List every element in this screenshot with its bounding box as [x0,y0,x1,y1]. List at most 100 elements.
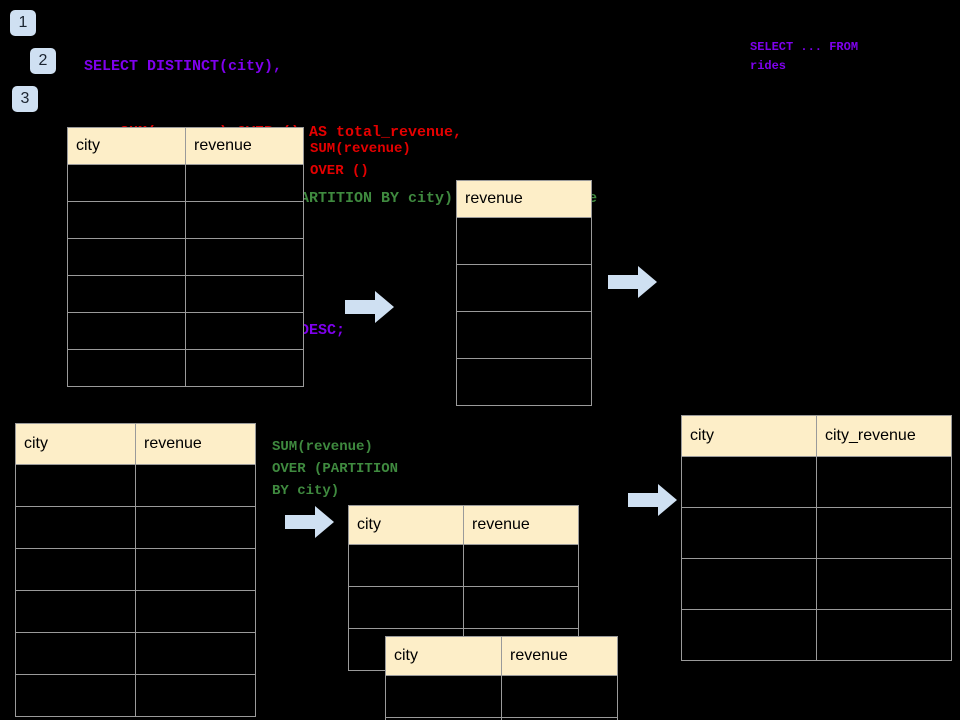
table-header-row: revenue [456,180,592,218]
step-badge-1[interactable]: 1 [10,10,36,36]
table-cell-empty [185,238,304,276]
table-cell-empty [501,717,618,720]
table-cell-empty [185,201,304,239]
table-cell-empty [681,456,817,508]
table-cell-empty [463,586,579,629]
table-cell-empty [135,506,256,549]
table-row [15,548,256,591]
table-row [15,632,256,675]
table-row [15,506,256,549]
table-cell-empty [15,632,136,675]
annotation-sum-over-empty: SUM(revenue) OVER () [310,141,411,179]
column-header-city: city [681,415,817,457]
column-header-revenue: revenue [501,636,618,676]
table-row [681,507,952,559]
table-cell-empty [816,507,952,559]
table-cell-empty [67,312,186,350]
column-header-revenue: revenue [185,127,304,165]
table-cell-empty [135,674,256,717]
table-cell-empty [135,590,256,633]
arrow-source-to-partition [285,505,335,539]
table-cell-empty [681,507,817,559]
table-cell-empty [15,674,136,717]
column-header-city: city [385,636,502,676]
table-body [456,217,592,406]
table-body [67,164,304,387]
table-header-row: city city_revenue [681,415,952,457]
table-row [456,311,592,359]
table-cell-empty [15,590,136,633]
column-header-revenue: revenue [456,180,592,218]
table-cell-empty [348,544,464,587]
table-cell-empty [456,264,592,312]
table-row [385,717,618,720]
arrow-total-to-next [608,265,658,299]
table-row [67,275,304,313]
table-cell-empty [816,609,952,661]
table-header-row: city revenue [348,505,579,545]
table-cell-empty [67,349,186,387]
city-revenue-result-table: city city_revenue [681,415,952,661]
table-cell-empty [15,548,136,591]
table-cell-empty [816,558,952,610]
arrow-source-to-total [345,290,395,324]
partition-group-table-a: city revenue [348,505,579,671]
table-cell-empty [185,164,304,202]
table-cell-empty [501,675,618,718]
column-header-city: city [15,423,136,465]
table-row [67,312,304,350]
column-header-city-revenue: city_revenue [816,415,952,457]
sql-line-select: SELECT DISTINCT(city), [84,58,283,75]
table-cell-empty [456,217,592,265]
table-row [385,675,618,718]
table-row [15,674,256,717]
table-header-row: city revenue [15,423,256,465]
table-header-row: city revenue [67,127,304,165]
table-body [681,456,952,661]
table-row [15,464,256,507]
column-header-city: city [67,127,186,165]
table-cell-empty [456,311,592,359]
table-cell-empty [385,675,502,718]
table-cell-empty [15,506,136,549]
table-row [348,586,579,629]
column-header-city: city [348,505,464,545]
table-row [456,217,592,265]
total-revenue-table: revenue [456,180,592,406]
table-body [385,675,618,720]
table-cell-empty [15,464,136,507]
table-row [456,358,592,406]
table-row [67,164,304,202]
table-cell-empty [185,312,304,350]
table-row [681,558,952,610]
table-cell-empty [463,544,579,587]
table-row [348,544,579,587]
annotation-sum-over-partition: SUM(revenue) OVER (PARTITION BY city) [272,439,399,499]
table-cell-empty [135,464,256,507]
table-cell-empty [67,201,186,239]
table-cell-empty [456,358,592,406]
table-cell-empty [681,558,817,610]
table-cell-empty [67,164,186,202]
arrow-partition-to-result [628,483,678,517]
table-cell-empty [185,349,304,387]
table-cell-empty [67,275,186,313]
table-cell-empty [681,609,817,661]
partition-group-table-b: city revenue [385,636,618,720]
table-cell-empty [816,456,952,508]
step-badge-3[interactable]: 3 [12,86,38,112]
table-body [15,464,256,717]
table-row [67,201,304,239]
table-cell-empty [135,632,256,675]
rides-source-table-partition: city revenue [15,423,256,717]
table-row [67,349,304,387]
rides-source-table: city revenue [67,127,304,387]
table-row [681,609,952,661]
table-row [456,264,592,312]
table-header-row: city revenue [385,636,618,676]
table-row [15,590,256,633]
table-row [681,456,952,508]
table-cell-empty [67,238,186,276]
step-badge-2[interactable]: 2 [30,48,56,74]
